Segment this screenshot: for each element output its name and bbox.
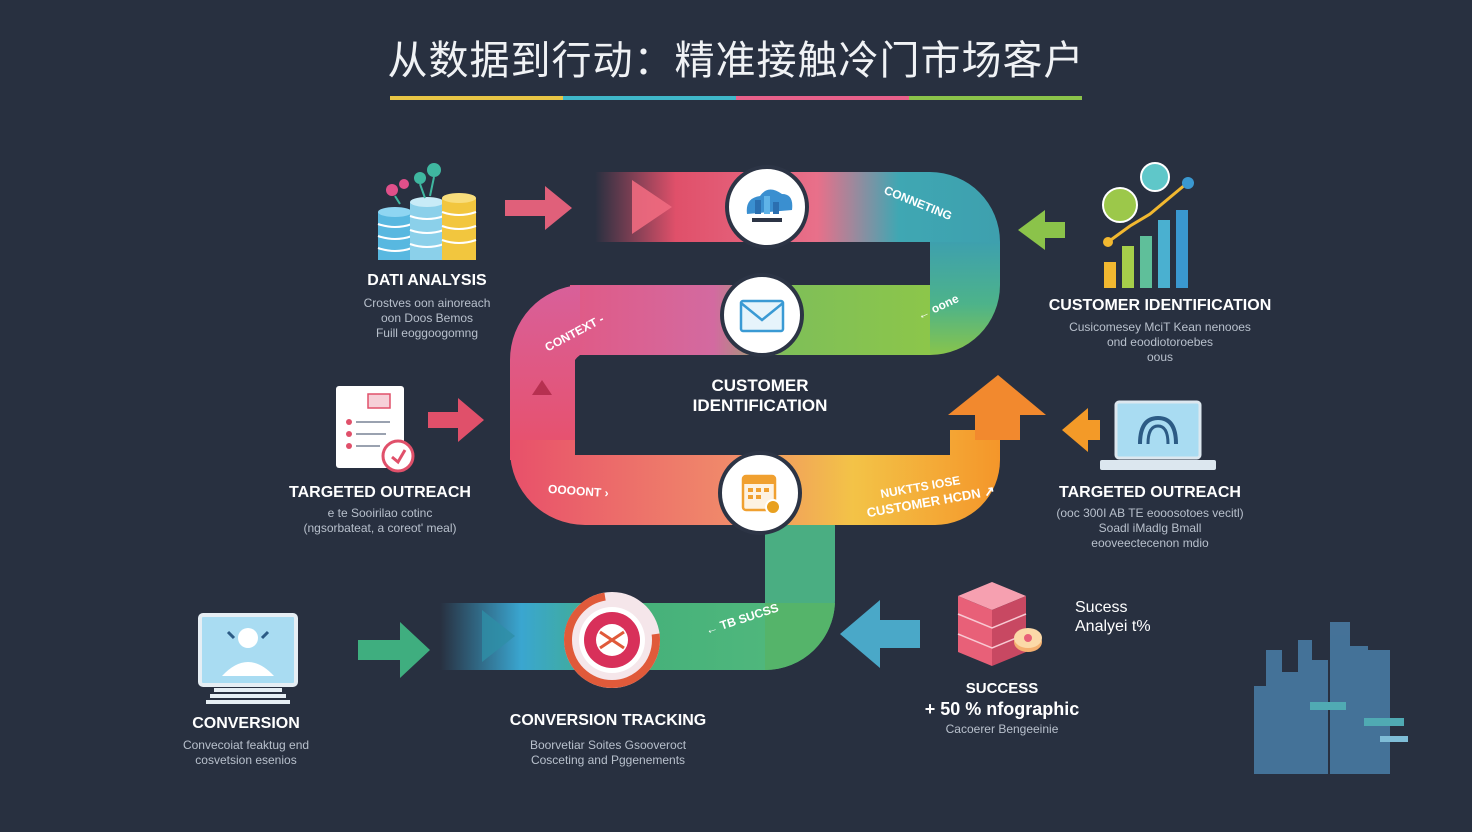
- success-side-line: Sucess: [1075, 599, 1128, 616]
- calendar-icon: [718, 451, 802, 535]
- node-desc: Fuill eoggoogomng: [375, 326, 479, 340]
- node-desc: Cosceting and Pggenements: [530, 753, 686, 767]
- node-desc: Crostves oon ainoreach: [363, 296, 491, 310]
- computer-monitor-icon: [198, 613, 298, 704]
- underline-segment: [909, 96, 1082, 100]
- checklist-document-icon: [336, 386, 415, 473]
- node-title: TARGETED OUTREACH: [1059, 484, 1241, 501]
- customer-identification-label: CUSTOMER IDENTIFICATION Cusicomesey MciT…: [1035, 297, 1285, 365]
- node-title: CUSTOMER IDENTIFICATION: [1048, 297, 1272, 314]
- success-label: SUCCESS + 50 % nfographic Cacoerer Benge…: [895, 680, 1109, 737]
- node-title: CONVERSION: [192, 715, 300, 732]
- underline-segment: [563, 96, 736, 100]
- title-underline: [390, 96, 1082, 100]
- node-desc: oous: [1146, 350, 1174, 364]
- snake-path: [440, 172, 1046, 670]
- flow-arrows: [358, 186, 1100, 678]
- success-headline: + 50 % nfographic: [924, 699, 1080, 719]
- node-desc: Convecoiat feaktug end: [182, 738, 310, 752]
- node-title: DATI ANALYSIS: [367, 272, 487, 289]
- conversion-label: CONVERSION Convecoiat feaktug end cosvet…: [155, 715, 337, 768]
- node-desc: Soadl iMadlg Bmall: [1098, 521, 1202, 535]
- center-label-line: IDENTIFICATION: [692, 396, 828, 415]
- cloud-icon: [725, 165, 809, 249]
- success-side-label: Sucess Analyei t%: [1075, 598, 1151, 636]
- underline-segment: [736, 96, 909, 100]
- success-side-line: Analyei t%: [1075, 618, 1151, 635]
- target-icon: [564, 592, 660, 688]
- node-desc: cosvetsion esenios: [195, 753, 297, 767]
- center-label-line: CUSTOMER: [711, 376, 809, 395]
- node-desc: ond eoodiotoroebes: [1106, 335, 1214, 349]
- targeted-outreach-left-label: TARGETED OUTREACH e te Sooirilao cotinc …: [270, 484, 490, 536]
- center-label: CUSTOMER IDENTIFICATION: [640, 376, 880, 416]
- node-title: SUCCESS: [965, 680, 1039, 697]
- node-desc: (ngsorbateat, a coreot' meal): [303, 521, 457, 535]
- underline-segment: [390, 96, 563, 100]
- growth-chart-icon: [1102, 162, 1194, 288]
- node-desc: Cusicomesey MciT Kean nenooes: [1069, 320, 1251, 334]
- data-analysis-label: DATI ANALYSIS Crostves oon ainoreach oon…: [327, 272, 527, 341]
- node-title: TARGETED OUTREACH: [289, 484, 471, 501]
- node-desc: (ooc 300I AB TE eooosotoes vecitl): [1056, 506, 1244, 520]
- page-title: 从数据到行动：精准接触冷门市场客户: [387, 38, 1085, 84]
- node-desc: Boorvetiar Soites Gsooveroct: [529, 738, 687, 752]
- cube-stack-icon: [957, 582, 1042, 666]
- node-desc: oon Doos Bemos: [380, 311, 474, 325]
- database-stack-icon: [377, 163, 477, 260]
- laptop-icon: [1100, 400, 1216, 470]
- city-skyline-icon: [1254, 622, 1408, 774]
- node-desc: Cacoerer Bengeeinie: [945, 722, 1059, 736]
- node-desc: eooveectecenon mdio: [1091, 536, 1209, 550]
- node-title: CONVERSION TRACKING: [509, 712, 707, 729]
- envelope-icon: [720, 273, 804, 357]
- node-desc: e te Sooirilao cotinc: [327, 506, 433, 520]
- targeted-outreach-right-label: TARGETED OUTREACH (ooc 300I AB TE eoooso…: [1040, 484, 1260, 551]
- conversion-tracking-label: CONVERSION TRACKING Boorvetiar Soites Gs…: [488, 712, 728, 768]
